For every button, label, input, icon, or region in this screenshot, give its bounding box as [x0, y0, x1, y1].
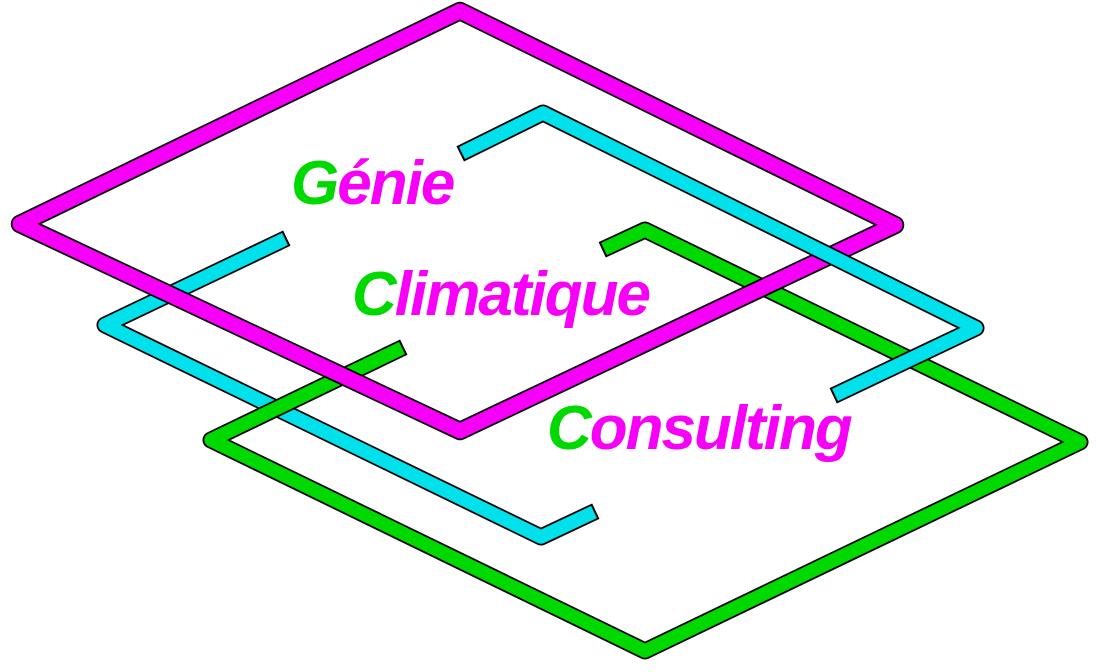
word-climatique-initial: C	[352, 260, 397, 329]
word-genie-initial: G	[291, 149, 339, 218]
cyan-band-upper-segment	[459, 106, 983, 402]
magenta-diamond-band	[12, 3, 903, 439]
word-consulting: Consulting	[547, 398, 853, 460]
word-genie-rest: énie	[337, 149, 455, 218]
word-climatique: Climatique	[352, 264, 651, 326]
word-genie: Génie	[291, 153, 455, 215]
green-diamond-band	[204, 223, 1087, 658]
cyan-band-lower-segment	[98, 232, 597, 544]
word-climatique-rest: limatique	[394, 260, 651, 329]
word-consulting-rest: onsulting	[589, 394, 853, 463]
word-consulting-initial: C	[547, 394, 592, 463]
